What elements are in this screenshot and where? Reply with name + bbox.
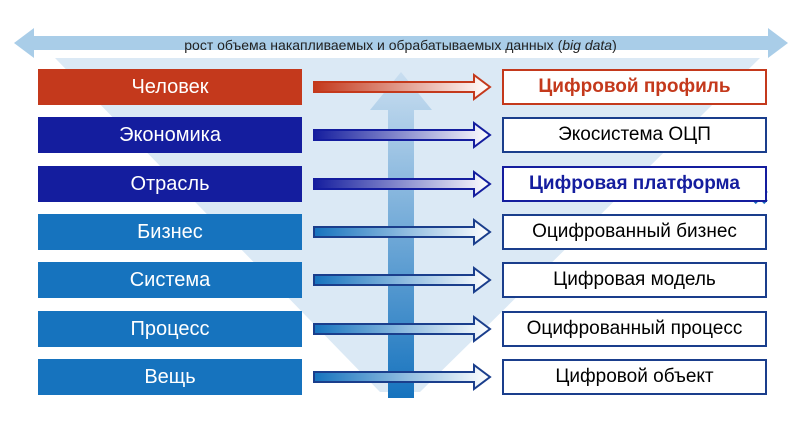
connector-arrow-5-icon [313,266,492,294]
connector-arrow-6-icon [313,315,492,343]
left-box-1: Человек [38,69,302,105]
right-box-1: Цифровой профиль [502,69,767,105]
connector-arrow-1-icon [313,73,492,101]
left-box-6: Процесс [38,311,302,347]
right-box-6: Оцифрованный процесс [502,311,767,347]
right-box-2: Экосистема ОЦП [502,117,767,153]
connector-arrows [313,73,492,391]
left-box-7: Вещь [38,359,302,395]
left-box-3: Отрасль [38,166,302,202]
right-box-7: Цифровой объект [502,359,767,395]
left-box-5: Система [38,262,302,298]
connector-arrow-4-icon [313,218,492,246]
left-box-2: Экономика [38,117,302,153]
connector-arrow-2-icon [313,121,492,149]
banner-label: рост объема накапливаемых и обрабатываем… [184,37,617,53]
right-box-4: Оцифрованный бизнес [502,214,767,250]
double-headed-arrow-icon [14,28,788,58]
connector-arrow-3-icon [313,170,492,198]
right-box-3: Цифровая платформа [502,166,767,202]
left-box-4: Бизнес [38,214,302,250]
connector-arrow-7-icon [313,363,492,391]
right-box-5: Цифровая модель [502,262,767,298]
